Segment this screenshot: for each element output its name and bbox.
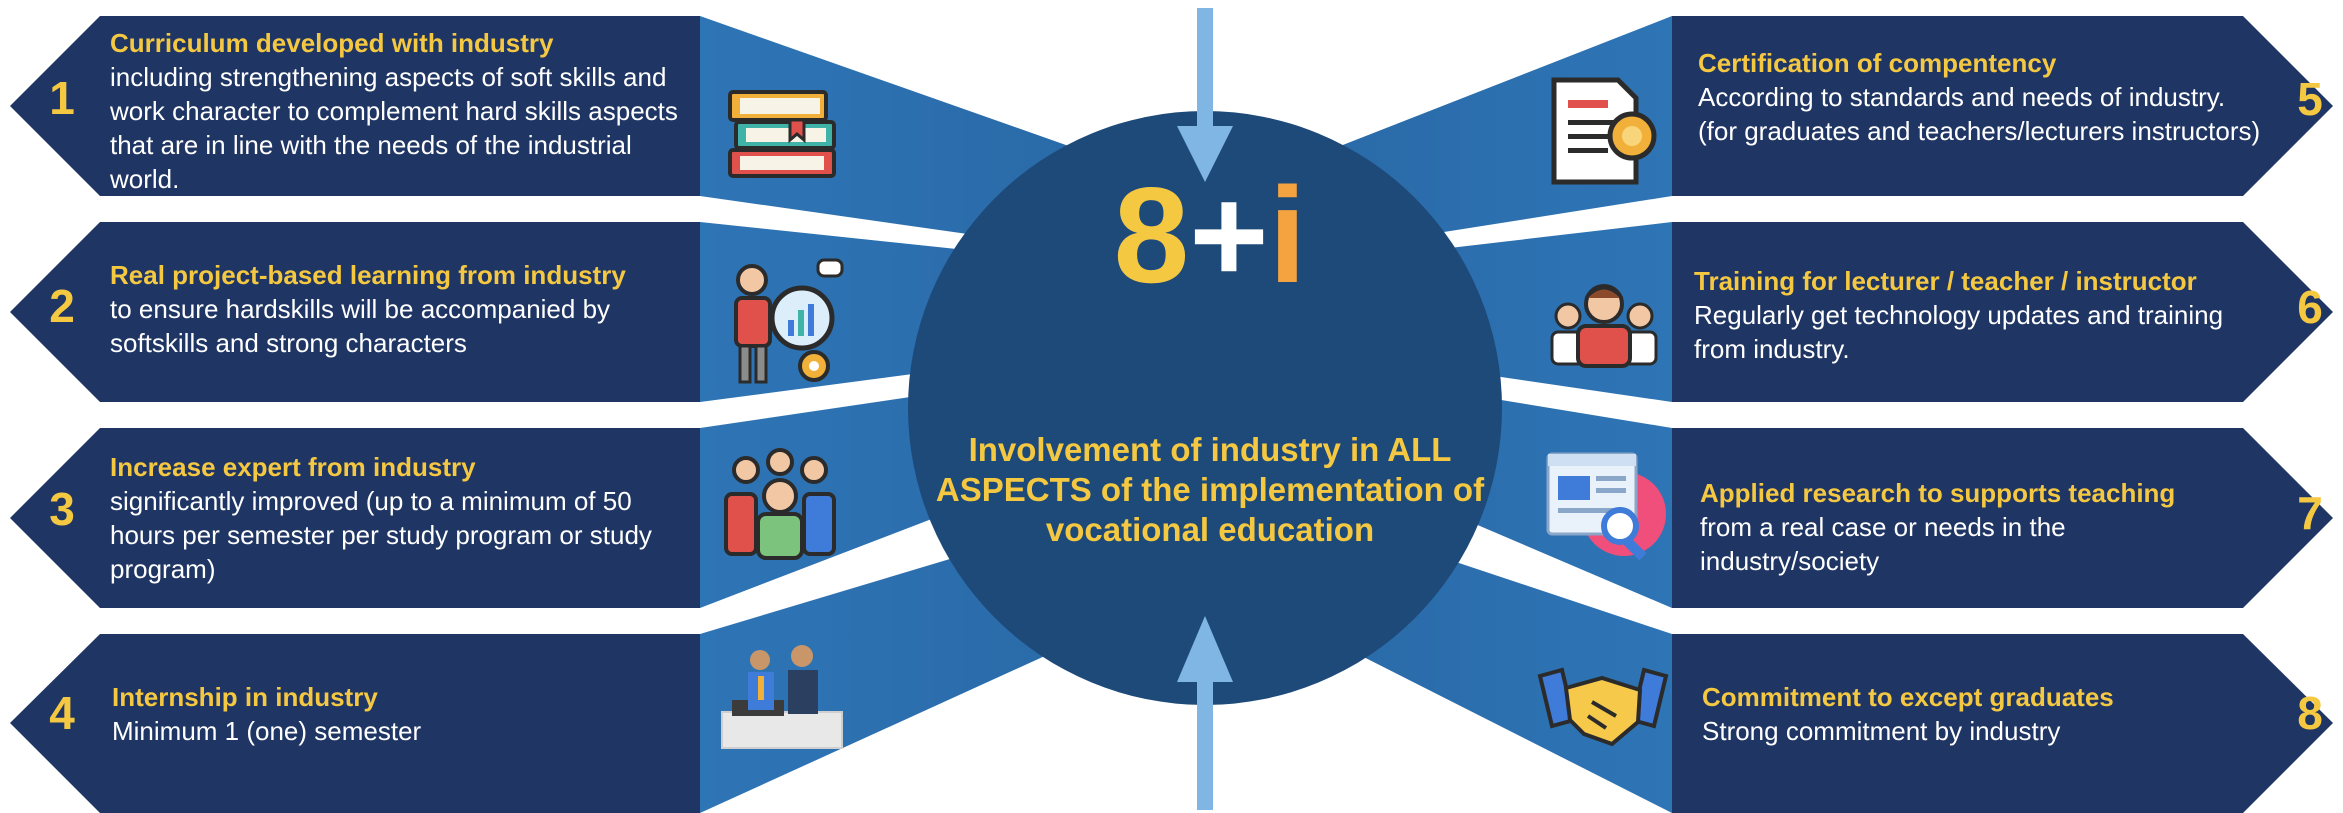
- panel-2: [10, 222, 700, 402]
- item-2: Real project-based learning from industr…: [110, 258, 690, 360]
- item-description-2: to ensure hardskills will be accompanied…: [110, 294, 611, 358]
- item-description-5: According to standards and needs of indu…: [1698, 82, 2261, 146]
- left-panels: [10, 16, 700, 813]
- panel-1: [10, 16, 700, 196]
- logo-eight: 8: [1113, 159, 1190, 311]
- item-number-7: 7: [2297, 487, 2323, 539]
- item-description-3: significantly improved (up to a minimum …: [110, 486, 652, 584]
- panel-7: [1672, 428, 2333, 608]
- item-title-8: Commitment to except graduates: [1702, 682, 2114, 712]
- panel-8: [1672, 634, 2333, 813]
- item-number-6: 6: [2297, 281, 2323, 333]
- ray-5: [1330, 16, 1672, 250]
- panel-6: [1672, 222, 2333, 402]
- panel-3: [10, 428, 700, 608]
- item-description-1: including strengthening aspects of soft …: [110, 62, 678, 194]
- center-logo: 8+i: [1000, 160, 1420, 310]
- item-number-3: 3: [49, 483, 75, 535]
- item-title-5: Certification of compentency: [1698, 48, 2057, 78]
- logo-i: i: [1268, 159, 1307, 311]
- item-number-5: 5: [2297, 73, 2323, 125]
- item-title-7: Applied research to supports teaching: [1700, 478, 2176, 508]
- internship-icon: [721, 645, 843, 749]
- item-6: Training for lecturer / teacher / instru…: [1694, 264, 2274, 366]
- panel-4: [10, 634, 700, 813]
- item-description-7: from a real case or needs in the industr…: [1700, 512, 2066, 576]
- item-number-2: 2: [49, 280, 75, 332]
- item-description-6: Regularly get technology updates and tra…: [1694, 300, 2224, 364]
- team-icon: [1550, 284, 1658, 368]
- item-title-3: Increase expert from industry: [110, 452, 476, 482]
- logo-plus: +: [1189, 159, 1269, 311]
- certificate-icon: [1551, 77, 1657, 185]
- center-statement: Involvement of industry in ALL ASPECTS o…: [935, 431, 1485, 548]
- item-title-4: Internship in industry: [112, 682, 378, 712]
- item-number-8: 8: [2297, 687, 2323, 739]
- books-icon: [728, 90, 836, 178]
- item-number-4: 4: [49, 687, 75, 739]
- item-3: Increase expert from industry significan…: [110, 450, 690, 586]
- item-1: Curriculum developed with industry inclu…: [110, 26, 690, 196]
- ray-1: [700, 16, 1080, 250]
- item-7: Applied research to supports teaching fr…: [1700, 476, 2260, 578]
- research-icon: [1546, 452, 1666, 561]
- item-description-4: Minimum 1 (one) semester: [112, 716, 422, 746]
- item-8: Commitment to except graduates Strong co…: [1702, 680, 2262, 748]
- panel-5: [1672, 16, 2333, 196]
- analysis-icon: [734, 258, 844, 384]
- item-5: Certification of compentency According t…: [1698, 46, 2278, 148]
- item-title-6: Training for lecturer / teacher / instru…: [1694, 266, 2197, 296]
- bottom-arrow: [1177, 616, 1233, 810]
- item-description-8: Strong commitment by industry: [1702, 716, 2061, 746]
- item-4: Internship in industry Minimum 1 (one) s…: [112, 680, 692, 748]
- right-panels: [1672, 16, 2333, 813]
- center-circle: [908, 111, 1502, 705]
- item-number-1: 1: [49, 72, 75, 124]
- top-arrow: [1177, 8, 1233, 182]
- item-title-2: Real project-based learning from industr…: [110, 260, 626, 290]
- handshake-icon: [1537, 667, 1669, 747]
- experts-group-icon: [724, 448, 836, 560]
- item-title-1: Curriculum developed with industry: [110, 28, 554, 58]
